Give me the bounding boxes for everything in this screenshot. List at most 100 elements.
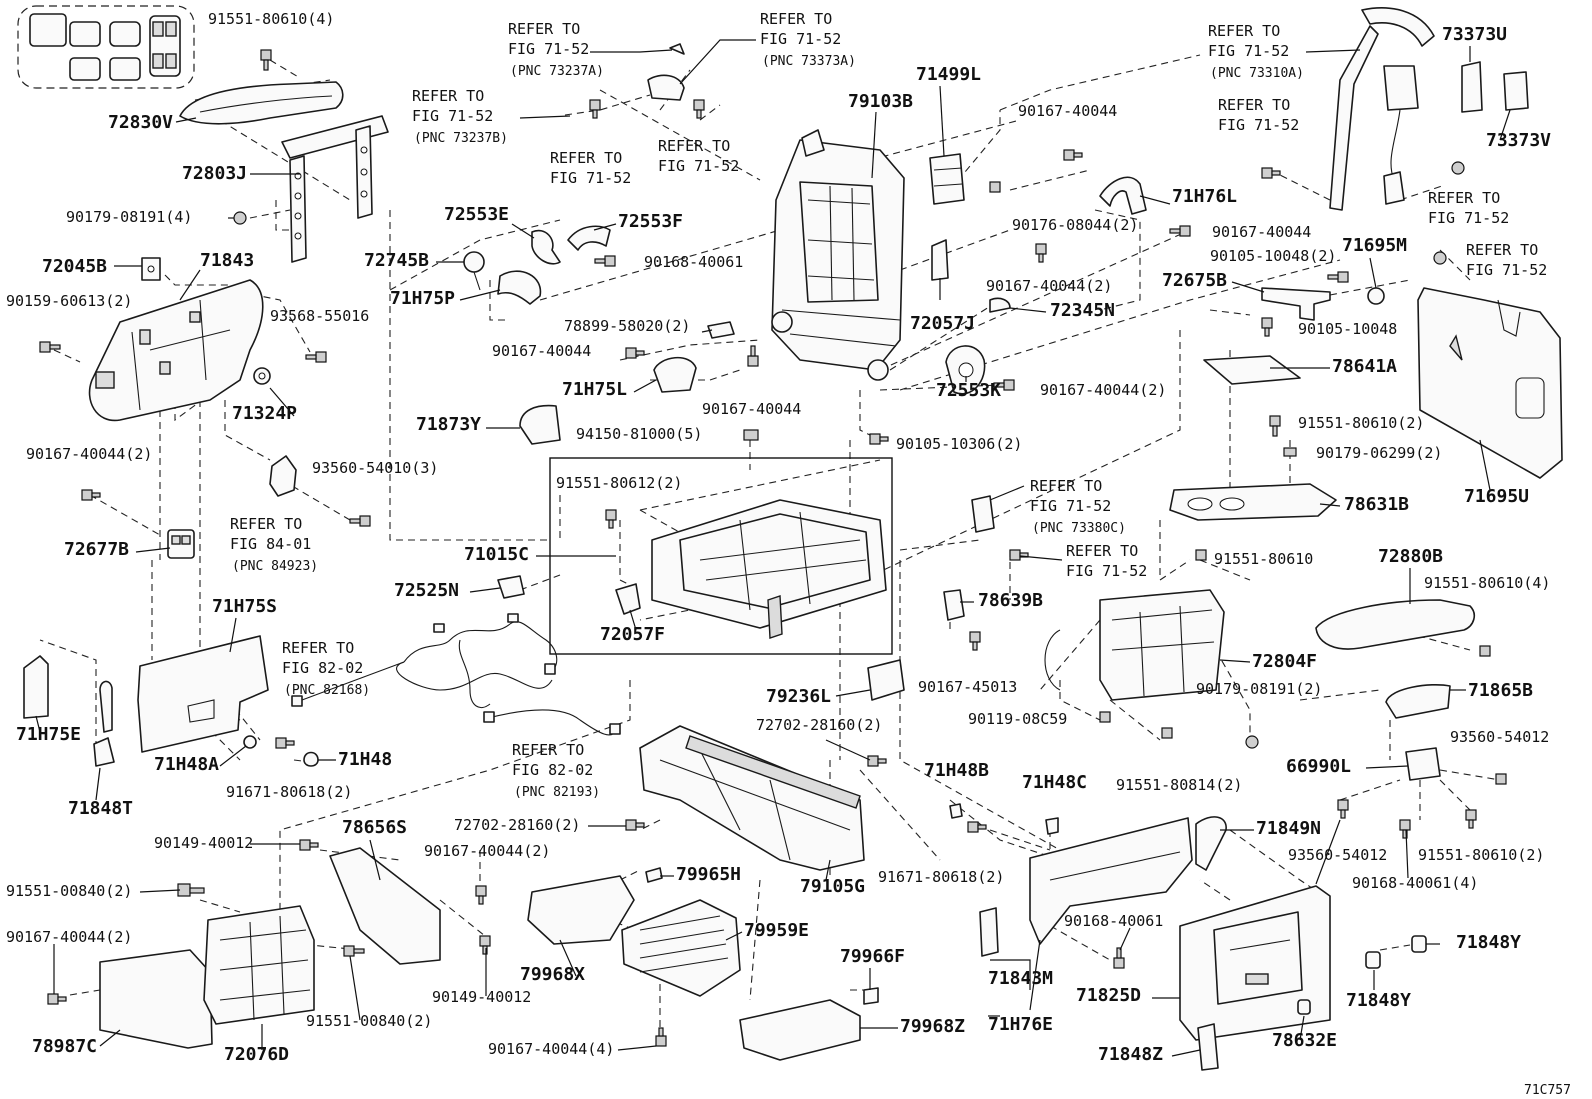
part-label: 78987C <box>32 1036 97 1057</box>
part-label: FIG 71-52 <box>1030 497 1111 515</box>
clip-71H48A <box>243 735 257 749</box>
part-label: 71H48 <box>338 749 392 770</box>
part-label: 91671-80618(2) <box>878 868 1004 886</box>
clip-71848Y-right <box>1411 935 1427 953</box>
part-label: 93560-54012 <box>1288 846 1387 864</box>
part-label: 72045B <box>42 256 107 277</box>
part-label: 72803J <box>182 163 247 184</box>
bolt-icon <box>625 819 645 831</box>
part-label: 90168-40061(4) <box>1352 874 1478 892</box>
knob-71324P <box>253 367 271 385</box>
nut-icon <box>1433 251 1447 265</box>
part-label: 71H75S <box>212 596 277 617</box>
part-label: (PNC 73310A) <box>1210 66 1304 81</box>
clip-78632E <box>1297 999 1311 1015</box>
switch-panel-outline <box>17 5 195 89</box>
part-label: 79103B <box>848 91 913 112</box>
part-label: FIG 71-52 <box>1208 42 1289 60</box>
part-label: 79959E <box>744 920 809 941</box>
knob-71873Y <box>519 404 561 445</box>
part-label: 91551-80610(4) <box>208 10 334 28</box>
cap-71H75E <box>23 655 49 719</box>
trim-72553F <box>567 225 611 251</box>
cover-71849N <box>1195 816 1227 871</box>
part-label: FIG 82-02 <box>512 761 593 779</box>
part-label: 71H75P <box>390 288 455 309</box>
part-label: 78899-58020(2) <box>564 317 690 335</box>
part-label: 71695U <box>1464 486 1529 507</box>
part-label: 91551-00840(2) <box>6 882 132 900</box>
trim-73373A <box>647 74 685 101</box>
part-label: 90149-40012 <box>154 834 253 852</box>
part-label: (PNC 73373A) <box>762 54 856 69</box>
cover-71H76E <box>1029 817 1193 945</box>
part-label: 90167-40044 <box>1018 102 1117 120</box>
part-label: REFER TO <box>1428 189 1500 207</box>
leader-lines <box>35 39 1511 1057</box>
part-label: 71324P <box>232 403 297 424</box>
clip-79965H <box>645 867 663 883</box>
clip-71695M <box>1367 287 1385 305</box>
part-label: 72880B <box>1378 546 1443 567</box>
pin-78899 <box>707 321 735 339</box>
part-label: 93568-55016 <box>270 307 369 325</box>
part-label: 90167-40044 <box>1212 223 1311 241</box>
bolt-icon <box>1261 317 1273 337</box>
part-label: REFER TO <box>1218 96 1290 114</box>
part-label: 73373U <box>1442 24 1507 45</box>
bolt-icon <box>589 99 601 119</box>
part-label: 79966F <box>840 946 905 967</box>
part-label: 78631B <box>1344 494 1409 515</box>
bolt-icon <box>81 489 101 501</box>
frame-72076D <box>203 905 315 1025</box>
bolt-icon <box>1337 799 1349 819</box>
part-label: 90179-08191(2) <box>1196 680 1322 698</box>
cover-84923 <box>269 455 297 497</box>
buckle-73380C <box>971 495 995 533</box>
part-label: 90168-40061 <box>1064 912 1163 930</box>
part-label: 90179-08191(4) <box>66 208 192 226</box>
part-label: (PNC 73237A) <box>510 64 604 79</box>
part-label: 71015C <box>464 544 529 565</box>
cover-78656S <box>329 847 441 965</box>
part-label: 91551-80610(2) <box>1298 414 1424 432</box>
part-label: 72677B <box>64 539 129 560</box>
part-label: REFER TO <box>230 515 302 533</box>
lever-71848T <box>93 680 115 767</box>
part-label: 90149-40012 <box>432 988 531 1006</box>
bolt-icon <box>233 211 247 225</box>
part-label: 79965H <box>676 864 741 885</box>
bracket-72057J <box>931 239 949 281</box>
window-switch-panel <box>29 13 181 81</box>
clip-72045B <box>141 257 161 281</box>
bolt-icon <box>869 433 889 445</box>
part-label: 72553E <box>444 204 509 225</box>
part-label: 71865B <box>1468 680 1533 701</box>
cover-78987C <box>99 949 213 1049</box>
part-label: REFER TO <box>512 741 584 759</box>
bolt-icon <box>969 631 981 651</box>
bolt-icon <box>867 755 887 767</box>
part-label: REFER TO <box>1066 542 1138 560</box>
part-label: 72830V <box>108 112 173 133</box>
part-label: FIG 71-52 <box>1466 261 1547 279</box>
part-label: 90168-40061 <box>644 253 743 271</box>
part-label: 79968Z <box>900 1016 965 1037</box>
part-label: FIG 71-52 <box>508 40 589 58</box>
bolt-icon <box>1099 711 1111 723</box>
bolt-icon <box>993 379 1015 391</box>
part-label: 90167-40044(2) <box>1040 381 1166 399</box>
bolt-icon <box>747 345 759 367</box>
grip-71865B <box>1385 683 1451 719</box>
bolt-icon <box>594 255 616 267</box>
part-label: 91551-80610 <box>1214 550 1313 568</box>
part-label: 71848Z <box>1098 1044 1163 1065</box>
bolt-icon <box>1035 243 1047 263</box>
part-label: 90167-40044(2) <box>26 445 152 463</box>
nut-icon <box>1451 161 1465 175</box>
part-label: 90179-06299(2) <box>1316 444 1442 462</box>
part-label: 71843M <box>988 968 1053 989</box>
cover-71H75S <box>137 635 269 753</box>
knob-72745B <box>463 251 485 291</box>
